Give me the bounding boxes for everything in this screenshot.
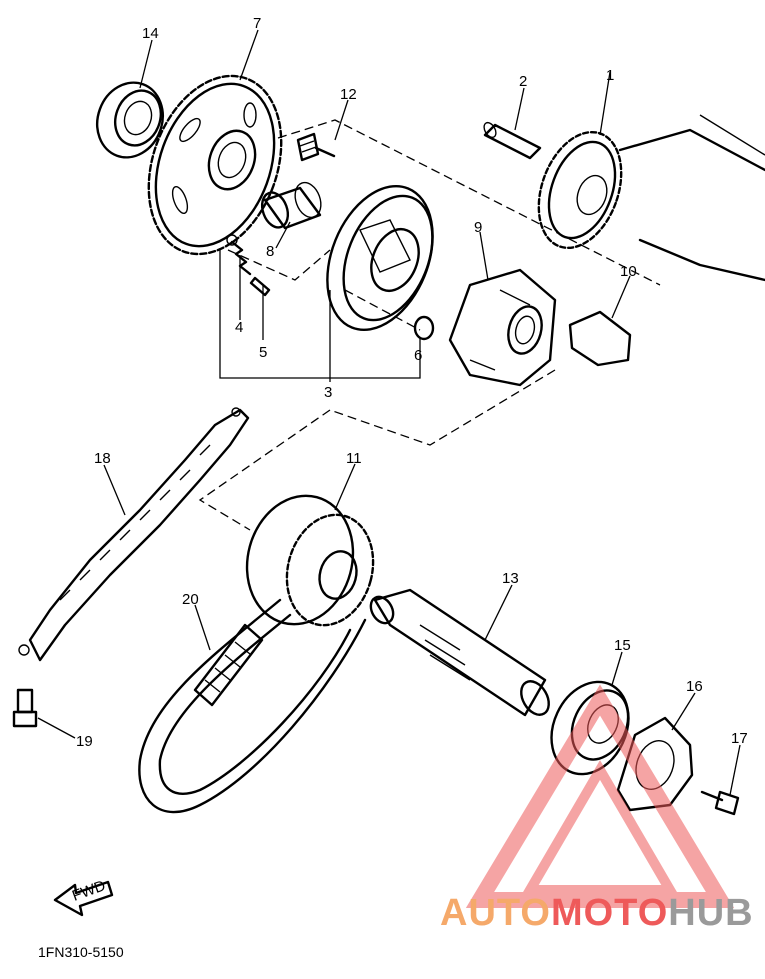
callout-14: 14 — [142, 25, 159, 42]
bolt-part-17 — [700, 790, 740, 816]
sprocket-part-11 — [245, 494, 375, 627]
watermark-triangle-icon — [465, 684, 735, 908]
holder-part-9 — [448, 268, 557, 387]
fwd-arrow-icon: FWD — [53, 877, 114, 917]
callout-7: 7 — [253, 15, 261, 32]
chain-segment-part-20 — [193, 623, 264, 707]
callout-4: 4 — [235, 319, 243, 336]
idler-gear-part-1 — [537, 114, 765, 282]
drawing-code: 1FN310-5150 — [38, 944, 124, 960]
callout-16: 16 — [686, 678, 703, 695]
bushing-part-8 — [260, 181, 322, 230]
callout-13: 13 — [502, 570, 519, 587]
callout-3: 3 — [324, 384, 332, 401]
drive-chain-loop — [138, 598, 367, 814]
roller-part-6 — [413, 315, 435, 341]
cap-part-10 — [568, 310, 632, 367]
bolt-part-19 — [12, 688, 38, 728]
callout-2: 2 — [519, 73, 527, 90]
callout-5: 5 — [259, 344, 267, 361]
callout-8: 8 — [266, 243, 274, 260]
callout-9: 9 — [474, 219, 482, 236]
leader-lines — [37, 29, 741, 796]
callout-17: 17 — [731, 730, 748, 747]
callout-11: 11 — [346, 450, 362, 467]
fwd-label: FWD — [70, 877, 108, 905]
callout-10: 10 — [620, 263, 637, 280]
watermark-text: AUTOMOTOHUB — [440, 892, 754, 935]
watermark-hub: HUB — [668, 892, 754, 934]
gear-part-7 — [147, 74, 283, 256]
shaft-part-2 — [483, 121, 542, 160]
chain-guide-part-18 — [18, 407, 250, 662]
bolt-part-12 — [296, 132, 336, 162]
callout-18: 18 — [94, 450, 111, 467]
assembly-lines — [198, 119, 661, 531]
starter-clutch-part-3 — [326, 184, 434, 332]
callout-15: 15 — [614, 637, 631, 654]
callout-20: 20 — [182, 591, 199, 608]
callout-1: 1 — [606, 67, 614, 84]
watermark-auto: AUTO — [440, 892, 551, 934]
callout-19: 19 — [76, 733, 93, 750]
shaft-part-13 — [369, 588, 550, 717]
bearing-part-14 — [96, 81, 164, 159]
pin-part-5 — [249, 276, 271, 297]
callout-6: 6 — [414, 347, 422, 364]
spring-part-4 — [226, 234, 252, 276]
callout-12: 12 — [340, 86, 357, 103]
watermark-moto: MOTO — [550, 892, 669, 934]
callout-labels: 1 2 3 4 5 6 7 8 9 10 11 12 13 14 15 16 1… — [76, 15, 748, 750]
